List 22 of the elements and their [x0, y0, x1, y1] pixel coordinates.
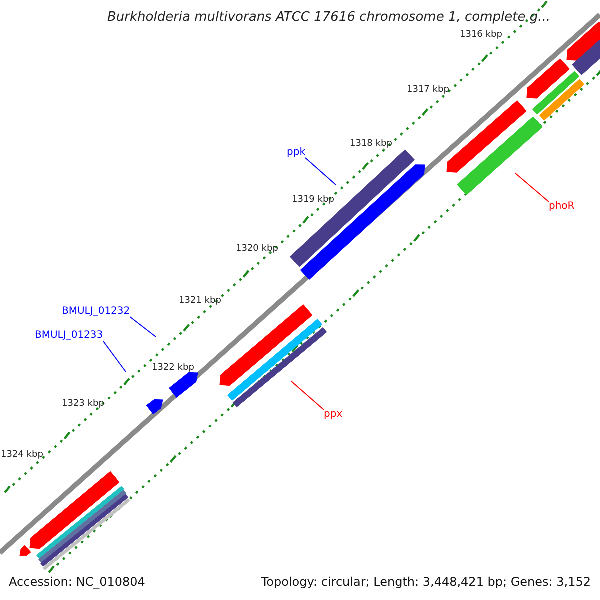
gene-label: phoR [549, 202, 575, 212]
scale-label: 1316 kbp [460, 31, 502, 40]
genome-summary: Topology: circular; Length: 3,448,421 bp; Genes: 3,152 [261, 576, 591, 588]
gene-label: BMULJ_01233 [35, 331, 104, 341]
leader-line [130, 316, 156, 338]
scale-label: 1319 kbp [292, 196, 334, 205]
title-text: Burkholderia multivorans ATCC 17616 chromosome 1, complete g... [106, 11, 552, 24]
scale-label: 1317 kbp [407, 86, 450, 95]
scale-label: 1318 kbp [350, 140, 392, 149]
leader-line [305, 158, 336, 186]
gene-label: ppx [324, 410, 343, 420]
scale-label: 1320 kbp [236, 245, 278, 254]
leader-line [102, 340, 126, 372]
gene-label: BMULJ_01232 [62, 307, 130, 317]
accession-text: Accession: NC_010804 [9, 576, 146, 588]
scale-label: 1324 kbp [1, 451, 44, 460]
gene-label: ppk [287, 148, 306, 158]
scale-label: 1321 kbp [179, 297, 222, 306]
scale-label: 1322 kbp [152, 364, 194, 373]
leader-line [514, 172, 550, 202]
scale-label: 1323 kbp [62, 400, 104, 409]
leader-line [290, 380, 324, 410]
